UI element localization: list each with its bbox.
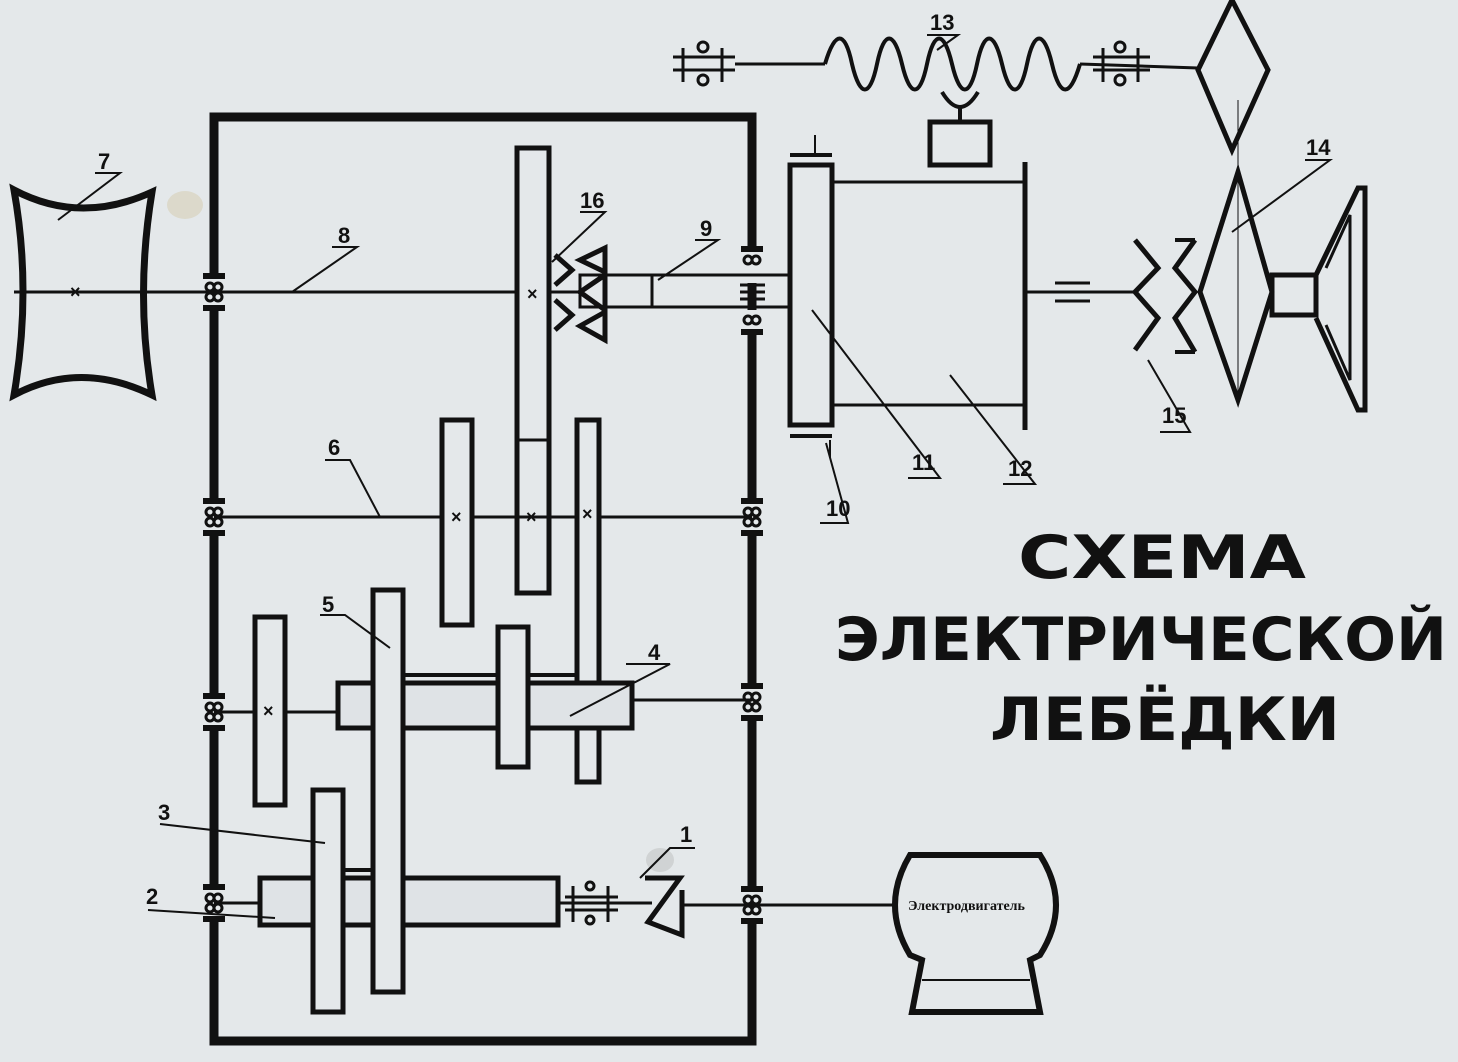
cone-15-mate xyxy=(1171,238,1199,354)
callout-11: 11 xyxy=(912,450,935,475)
bearing xyxy=(203,884,225,922)
callout-12: 12 xyxy=(1008,456,1032,481)
sliding-sleeve-2 xyxy=(257,875,561,928)
paper-stain xyxy=(167,191,203,219)
worm-bearing-left xyxy=(673,40,735,87)
callout-4: 4 xyxy=(648,640,661,665)
gear-on-sleeve-4 xyxy=(495,624,531,770)
title-line-1: СХЕМА xyxy=(1018,523,1307,593)
bearing xyxy=(741,246,763,283)
callout-14: 14 xyxy=(1306,135,1331,160)
electric-motor xyxy=(892,852,1059,1015)
cone-15 xyxy=(1131,238,1162,352)
worm-spring xyxy=(823,36,1082,92)
bearing xyxy=(741,310,763,335)
svg-text:×: × xyxy=(582,504,593,524)
large-gear xyxy=(514,145,552,596)
svg-text:×: × xyxy=(451,507,462,527)
title-line-3: ЛЕБЁДКИ xyxy=(990,683,1340,755)
callout-9: 9 xyxy=(700,216,712,241)
callout-1: 1 xyxy=(680,822,692,847)
upper-cone xyxy=(1195,0,1271,157)
handwheel-inner xyxy=(1324,214,1352,381)
brake-drum xyxy=(787,162,835,428)
handwheel xyxy=(1313,185,1368,413)
diagram-title: СХЕМА ЭЛЕКТРИЧЕСКОЙ ЛЕБЁДКИ xyxy=(835,523,1447,755)
bearing xyxy=(203,693,225,731)
cone-clutch-left xyxy=(553,253,576,332)
callout-7: 7 xyxy=(98,149,110,174)
callout-16: 16 xyxy=(580,188,604,213)
coupling xyxy=(565,880,618,926)
hub xyxy=(1269,272,1319,318)
bearing xyxy=(741,683,763,721)
gear-markers: × × × × × × xyxy=(70,282,593,721)
callout-6: 6 xyxy=(328,435,340,460)
callout-8: 8 xyxy=(338,223,350,248)
callout-leaders xyxy=(57,34,1334,919)
gear-on-shaft-6 xyxy=(439,417,475,628)
gear-on-shaft-4 xyxy=(252,614,288,808)
callout-2: 2 xyxy=(146,884,158,909)
svg-text:×: × xyxy=(527,284,538,304)
callout-13: 13 xyxy=(930,10,954,35)
worm-bearing-right xyxy=(1093,40,1150,87)
svg-text:×: × xyxy=(263,701,274,721)
svg-text:×: × xyxy=(526,507,537,527)
callout-15: 15 xyxy=(1162,403,1186,428)
callout-5: 5 xyxy=(322,592,334,617)
gearbox-housing xyxy=(209,112,757,1046)
svg-text:×: × xyxy=(70,282,81,302)
callout-10: 10 xyxy=(826,496,850,521)
callout-labels: 1 2 3 4 5 6 7 8 9 10 11 12 13 14 15 16 xyxy=(98,10,1331,909)
cone-clutch-right xyxy=(574,244,608,345)
gear-5 xyxy=(370,587,406,995)
title-line-2: ЭЛЕКТРИЧЕСКОЙ xyxy=(835,603,1447,675)
drum xyxy=(9,183,157,402)
callout-3: 3 xyxy=(158,800,170,825)
counterweight xyxy=(927,119,993,168)
gear-3 xyxy=(310,787,346,1015)
ratchet-coupling xyxy=(644,875,685,939)
motor-label: Электродвигатель xyxy=(908,899,1026,914)
